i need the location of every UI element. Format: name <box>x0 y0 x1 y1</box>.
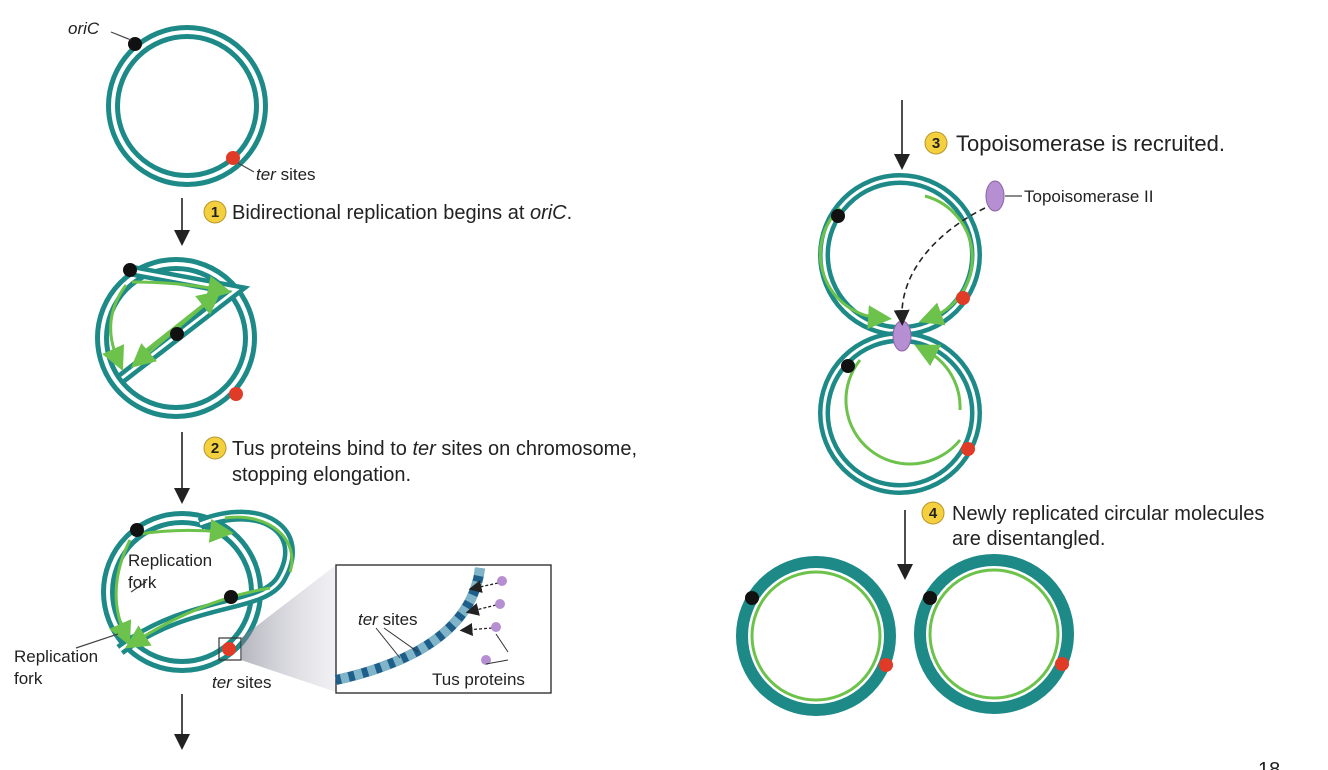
step-3-badge: 3 <box>924 131 948 155</box>
ter-sites-label-top: ter sites <box>256 165 316 184</box>
topoisomerase-free-icon <box>985 180 1005 212</box>
replication-fork-label-2b: fork <box>14 669 43 688</box>
replication-fork-label-1: Replication <box>128 551 212 570</box>
oric-marker <box>123 263 137 277</box>
ter-marker <box>229 387 243 401</box>
replication-fork-label-2: Replication <box>14 647 98 666</box>
oric-marker <box>130 523 144 537</box>
oric-marker <box>224 590 238 604</box>
step-4-text-line1: Newly replicated circular molecules <box>952 503 1264 525</box>
svg-text:1: 1 <box>211 204 219 221</box>
oric-marker <box>831 209 845 223</box>
step-2-badge: 2 <box>203 436 227 460</box>
replicating-chromosome <box>95 257 257 419</box>
ter-marker <box>879 658 893 672</box>
daughter-chromosome-left <box>736 556 896 716</box>
replication-fork-label-1b: fork <box>128 573 157 592</box>
oric-label: oriC <box>68 19 100 38</box>
step-3-text: Topoisomerase is recruited. <box>956 131 1225 156</box>
ter-inset <box>334 564 552 694</box>
oric-marker <box>841 359 855 373</box>
tus-proteins-label: Tus proteins <box>432 670 525 689</box>
zoom-wedge <box>241 565 336 692</box>
tus-protein-icon <box>491 622 501 632</box>
stalled-chromosome <box>75 509 295 673</box>
ter-marker <box>222 642 236 656</box>
oric-marker <box>923 591 937 605</box>
initial-chromosome <box>106 25 268 187</box>
ter-marker <box>961 442 975 456</box>
step-1-text: Bidirectional replication begins at oriC… <box>232 202 572 224</box>
svg-text:3: 3 <box>932 135 940 152</box>
tus-protein-icon <box>495 599 505 609</box>
catenated-chromosomes <box>818 173 1022 495</box>
oric-marker <box>128 37 142 51</box>
page-number: 18 <box>1258 759 1280 770</box>
tus-protein-icon <box>481 655 491 665</box>
oric-marker <box>170 327 184 341</box>
tus-protein-icon <box>497 576 507 586</box>
svg-text:2: 2 <box>211 440 219 457</box>
inset-ter-sites-label: ter sites <box>358 610 418 629</box>
step-1-badge: 1 <box>203 200 227 224</box>
topoisomerase-label: Topoisomerase II <box>1024 187 1153 206</box>
step-4-badge: 4 <box>921 501 945 525</box>
topoisomerase-bound-icon <box>892 320 912 352</box>
step-4-text-line2: are disentangled. <box>952 528 1105 550</box>
step-2-text-line2: stopping elongation. <box>232 464 411 486</box>
ter-marker <box>1055 657 1069 671</box>
ter-marker <box>226 151 240 165</box>
daughter-chromosome-right <box>914 554 1074 714</box>
svg-text:4: 4 <box>929 505 938 522</box>
step-2-text-line1: Tus proteins bind to ter sites on chromo… <box>232 438 637 460</box>
ter-marker <box>956 291 970 305</box>
ter-sites-label-bottom: ter sites <box>212 673 272 692</box>
oric-marker <box>745 591 759 605</box>
